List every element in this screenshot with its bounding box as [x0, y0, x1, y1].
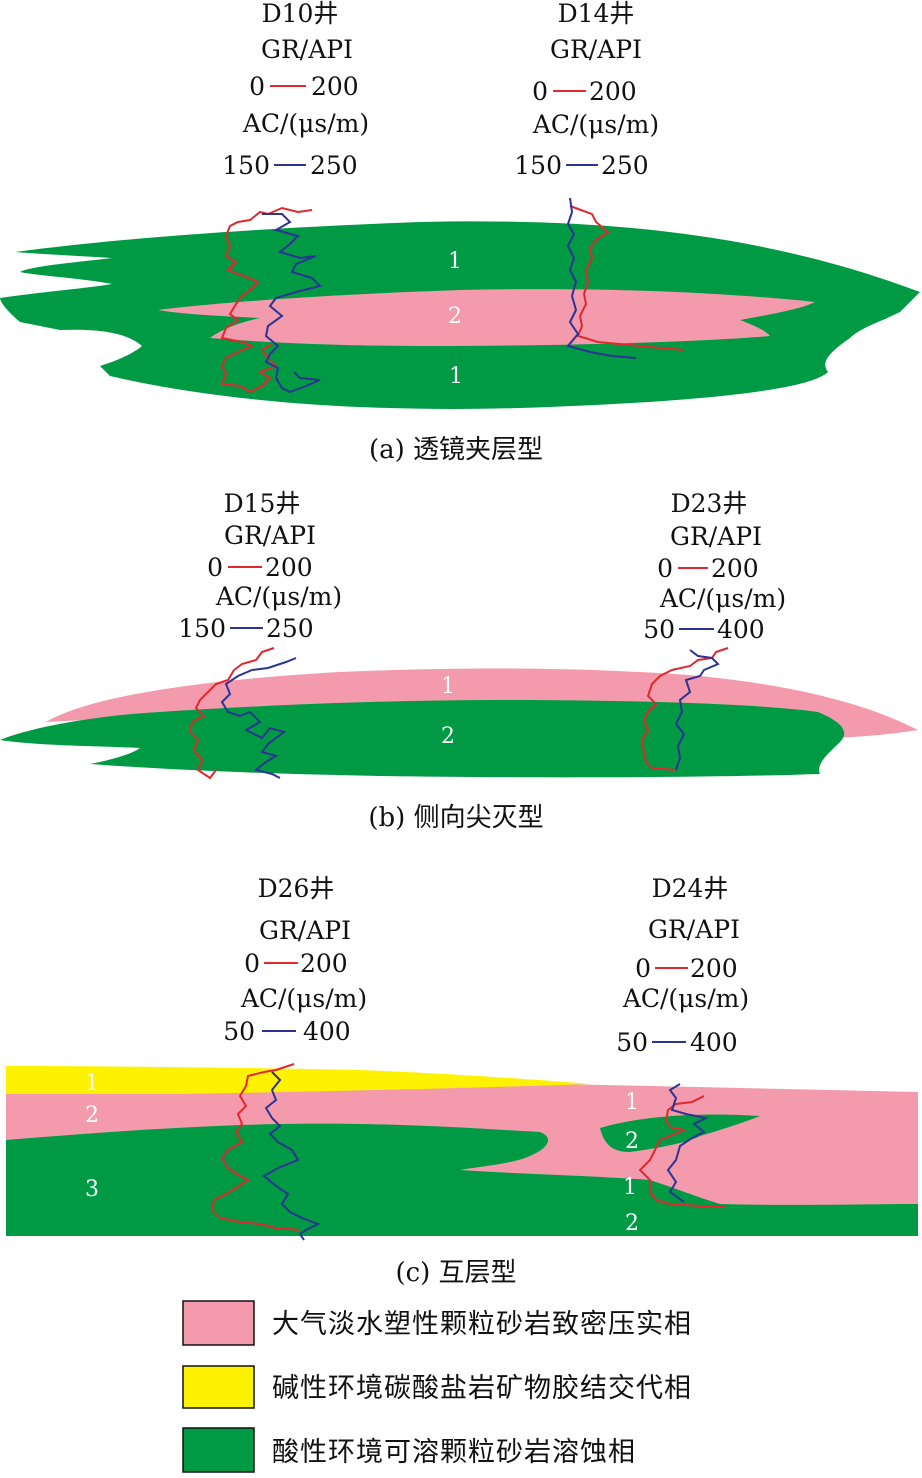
- ac-log-curve: [220, 657, 297, 779]
- layer-label: 1: [85, 1071, 99, 1096]
- gr-scale-min: 0: [532, 77, 548, 106]
- well-header-d14: D14井 GR/API 0 200 AC/(μs/m) 150 250: [514, 0, 659, 180]
- well-header-d23: D23井 GR/API 0 200 AC/(μs/m) 50 400: [643, 489, 786, 644]
- ac-scale-max: 250: [601, 151, 649, 180]
- gr-scale-max: 200: [265, 553, 313, 582]
- gr-log-curve: [220, 206, 313, 394]
- gr-title: GR/API: [261, 35, 353, 64]
- ac-title: AC/(μs/m): [215, 582, 342, 611]
- gr-scale-min: 0: [635, 954, 651, 983]
- legend: 大气淡水塑性颗粒砂岩致密压实相 碱性环境碳酸盐岩矿物胶结交代相 酸性环境可溶颗粒…: [182, 1300, 692, 1473]
- green-body: [0, 700, 845, 778]
- gr-title: GR/API: [550, 35, 642, 64]
- gr-log-curve: [638, 1095, 726, 1207]
- panel-b-caption: (b) 侧向尖灭型: [368, 803, 543, 833]
- gr-scale-min: 0: [207, 553, 223, 582]
- ac-scale-min: 50: [616, 1028, 648, 1057]
- legend-swatch: [182, 1365, 255, 1409]
- panel-a: D10井 GR/API 0 200 AC/(μs/m) 150 250 D14井…: [0, 0, 920, 409]
- panel-b: D15井 GR/API 0 200 AC/(μs/m) 150 250 D23井…: [0, 489, 918, 780]
- ac-scale-max: 250: [310, 151, 358, 180]
- ac-log-curve: [262, 213, 322, 394]
- gr-scale-max: 200: [589, 77, 637, 106]
- ac-title: AC/(μs/m): [659, 584, 786, 613]
- layer-label: 2: [441, 724, 455, 749]
- ac-scale-min: 150: [514, 151, 562, 180]
- legend-swatch: [182, 1300, 255, 1346]
- gr-log-curve: [640, 647, 729, 771]
- layer-label: 1: [441, 674, 455, 699]
- pink-lens: [158, 289, 815, 346]
- legend-item-pink: 大气淡水塑性颗粒砂岩致密压实相: [182, 1300, 692, 1346]
- ac-log-curve: [566, 197, 637, 359]
- gr-scale-max: 200: [300, 949, 348, 978]
- well-header-d10: D10井 GR/API 0 200 AC/(μs/m) 150 250: [222, 0, 369, 180]
- ac-scale-min: 150: [222, 151, 270, 180]
- gr-scale-min: 0: [249, 72, 265, 101]
- green-tongue: [600, 1114, 760, 1152]
- gr-log-curve: [188, 647, 275, 780]
- ac-scale-min: 50: [643, 615, 675, 644]
- gr-title: GR/API: [224, 521, 316, 550]
- ac-log-curve: [674, 649, 720, 771]
- panel-c-caption: (c) 互层型: [395, 1258, 516, 1288]
- well-header-d26: D26井 GR/API 0 200 AC/(μs/m) 50 400: [223, 874, 367, 1046]
- panel-a-caption: (a) 透镜夹层型: [369, 435, 543, 465]
- well-name: D24井: [652, 874, 729, 903]
- legend-label: 酸性环境可溶颗粒砂岩溶蚀相: [272, 1437, 636, 1468]
- layer-label: 3: [85, 1177, 99, 1202]
- layer-label: 1: [449, 364, 463, 389]
- panel-c: D26井 GR/API 0 200 AC/(μs/m) 50 400 D24井 …: [6, 874, 918, 1241]
- well-name: D10井: [262, 0, 339, 28]
- legend-label: 大气淡水塑性颗粒砂岩致密压实相: [272, 1309, 692, 1340]
- legend-swatch: [182, 1427, 255, 1473]
- well-name: D14井: [558, 0, 635, 28]
- yellow-wedge: [6, 1066, 590, 1094]
- ac-scale-max: 400: [303, 1017, 351, 1046]
- green-lower-body: [6, 1123, 918, 1236]
- ac-log-curve: [262, 1071, 321, 1241]
- ac-title: AC/(μs/m): [242, 109, 369, 138]
- layer-label: 2: [625, 1211, 639, 1236]
- legend-item-yellow: 碱性环境碳酸盐岩矿物胶结交代相: [182, 1365, 692, 1409]
- gr-title: GR/API: [648, 915, 740, 944]
- ac-scale-max: 250: [266, 614, 314, 643]
- ac-scale-max: 400: [717, 615, 765, 644]
- gr-scale-max: 200: [311, 72, 359, 101]
- layer-label: 1: [623, 1175, 637, 1200]
- layer-label: 2: [448, 304, 462, 329]
- well-header-d15: D15井 GR/API 0 200 AC/(μs/m) 150 250: [178, 489, 342, 643]
- well-name: D26井: [258, 874, 335, 903]
- ac-scale-max: 400: [690, 1028, 738, 1057]
- gr-log-curve: [569, 205, 685, 351]
- gr-title: GR/API: [670, 522, 762, 551]
- gr-title: GR/API: [259, 916, 351, 945]
- legend-label: 碱性环境碳酸盐岩矿物胶结交代相: [272, 1373, 692, 1404]
- layer-label: 2: [85, 1103, 99, 1128]
- ac-scale-min: 150: [178, 614, 226, 643]
- ac-title: AC/(μs/m): [622, 984, 749, 1013]
- gr-log-curve: [210, 1063, 301, 1231]
- ac-scale-min: 50: [223, 1017, 255, 1046]
- gr-scale-min: 0: [657, 554, 673, 583]
- ac-title: AC/(μs/m): [532, 110, 659, 139]
- well-name: D23井: [671, 489, 748, 518]
- layer-label: 2: [625, 1129, 639, 1154]
- gr-scale-max: 200: [690, 954, 738, 983]
- gr-scale-min: 0: [244, 949, 260, 978]
- ac-log-curve: [666, 1083, 710, 1203]
- layer-label: 1: [625, 1090, 639, 1115]
- ac-title: AC/(μs/m): [240, 984, 367, 1013]
- well-name: D15井: [224, 489, 301, 518]
- layer-label: 1: [448, 249, 462, 274]
- well-header-d24: D24井 GR/API 0 200 AC/(μs/m) 50 400: [616, 874, 749, 1057]
- gr-scale-max: 200: [711, 554, 759, 583]
- legend-item-green: 酸性环境可溶颗粒砂岩溶蚀相: [182, 1427, 636, 1473]
